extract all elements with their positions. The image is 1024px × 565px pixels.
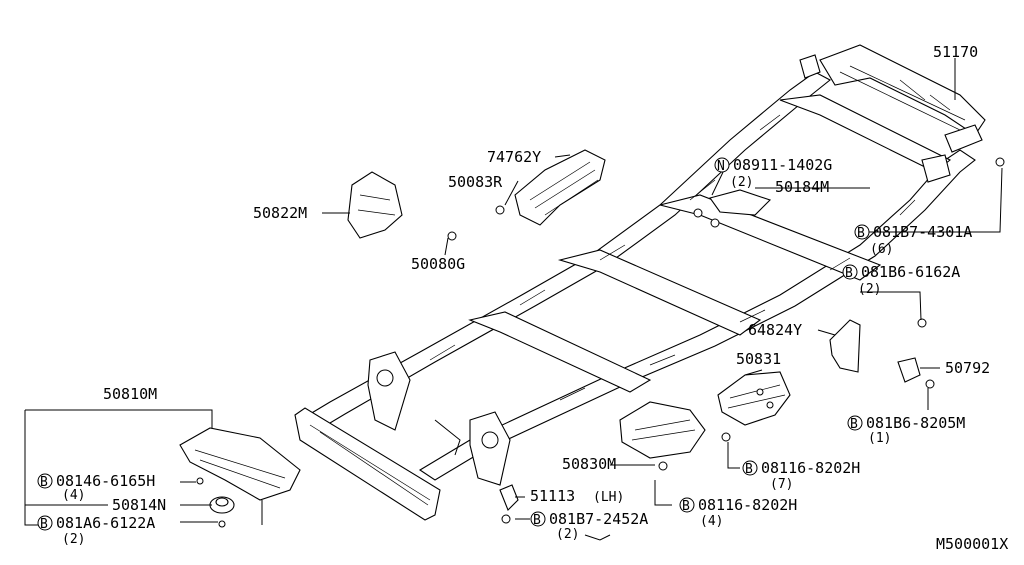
qty-08116-8202H-b: (4) — [700, 514, 723, 529]
prefix-081B6-8205M: B — [850, 417, 858, 432]
label-08116-8202H-b: 08116-8202H — [698, 496, 797, 514]
label-081A6-6122A: 081A6-6122A — [56, 514, 155, 532]
bracket-50822M — [347, 171, 403, 239]
label-50083R: 50083R — [448, 173, 503, 191]
label-50810M: 50810M — [103, 385, 157, 403]
leader-lines — [24, 58, 1003, 541]
reference-code: M500001X — [936, 535, 1008, 553]
prefix-08911: N — [717, 159, 725, 174]
label-51113: 51113 — [530, 487, 575, 505]
qty-08911: (2) — [730, 175, 753, 190]
label-081B6-8205M: 081B6-8205M — [866, 414, 965, 432]
qty-081B6-8205M: (1) — [868, 431, 891, 446]
label-081B7-4301A: 081B7-4301A — [873, 223, 972, 241]
label-50814N: 50814N — [112, 496, 166, 514]
skid-plate-50831 — [717, 371, 791, 426]
prefix-081B7-2452A: B — [533, 513, 541, 528]
label-081B7-2452A: 081B7-2452A — [549, 510, 648, 528]
mount-50814N — [209, 496, 235, 514]
label-50184M: 50184M — [775, 178, 829, 196]
label-081B6-6162A: 081B6-6162A — [861, 263, 960, 281]
prefix-081B7-4301A: B — [857, 226, 865, 241]
bracket-64824Y — [829, 319, 861, 373]
skid-plate-50830M — [619, 401, 706, 459]
qty-081A6-6122A: (2) — [62, 532, 85, 547]
label-50792: 50792 — [945, 359, 990, 377]
qty-081B7-4301A: (6) — [870, 242, 893, 257]
label-50822M: 50822M — [253, 204, 307, 222]
qty-081B7-2452A: (2) — [556, 527, 579, 542]
label-74762Y: 74762Y — [487, 148, 541, 166]
label-08911-1402G: 08911-1402G — [733, 156, 832, 174]
qty-081B6-6162A: (2) — [858, 282, 881, 297]
qty-08116-8202H-a: (7) — [770, 477, 793, 492]
side-51113: (LH) — [593, 490, 624, 505]
heat-shield-74762Y — [514, 149, 606, 226]
bracket-50184M — [693, 189, 772, 228]
prefix-08146-6165H: B — [40, 475, 48, 490]
skid-plate-50810M — [179, 427, 301, 501]
label-50830M: 50830M — [562, 455, 616, 473]
label-51170: 51170 — [933, 43, 978, 61]
label-08146-6165H: 08146-6165H — [56, 472, 155, 490]
bracket-50792 — [897, 357, 921, 383]
label-08116-8202H-a: 08116-8202H — [761, 459, 860, 477]
prefix-08116-8202H-b: B — [682, 499, 690, 514]
prefix-081B6-6162A: B — [845, 266, 853, 281]
chassis-frame — [294, 44, 986, 521]
qty-08146-6165H: (4) — [62, 488, 85, 503]
fasteners — [196, 157, 1005, 528]
label-64824Y: 64824Y — [748, 321, 802, 339]
part-labels: 51170 74762Y 50083R 50822M 50080G N 0891… — [37, 43, 1008, 553]
prefix-08116-8202H-a: B — [745, 462, 753, 477]
prefix-081A6-6122A: B — [40, 517, 48, 532]
crossmember-51170 — [944, 124, 983, 153]
label-50831: 50831 — [736, 350, 781, 368]
label-50080G: 50080G — [411, 255, 465, 273]
bracket-51113 — [499, 484, 519, 511]
